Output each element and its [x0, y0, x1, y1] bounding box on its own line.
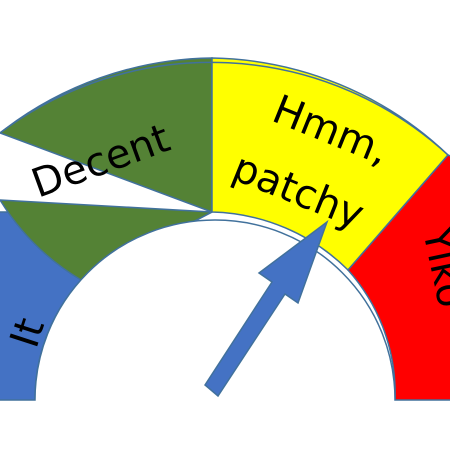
gauge-inner-outline: [34, 219, 396, 401]
gauge-segment-red: [347, 154, 450, 401]
gauge-outer-outline: [0, 61, 449, 156]
gauge-segment-green: [0, 57, 213, 281]
gauge-pointer-arrow: [204, 219, 329, 398]
